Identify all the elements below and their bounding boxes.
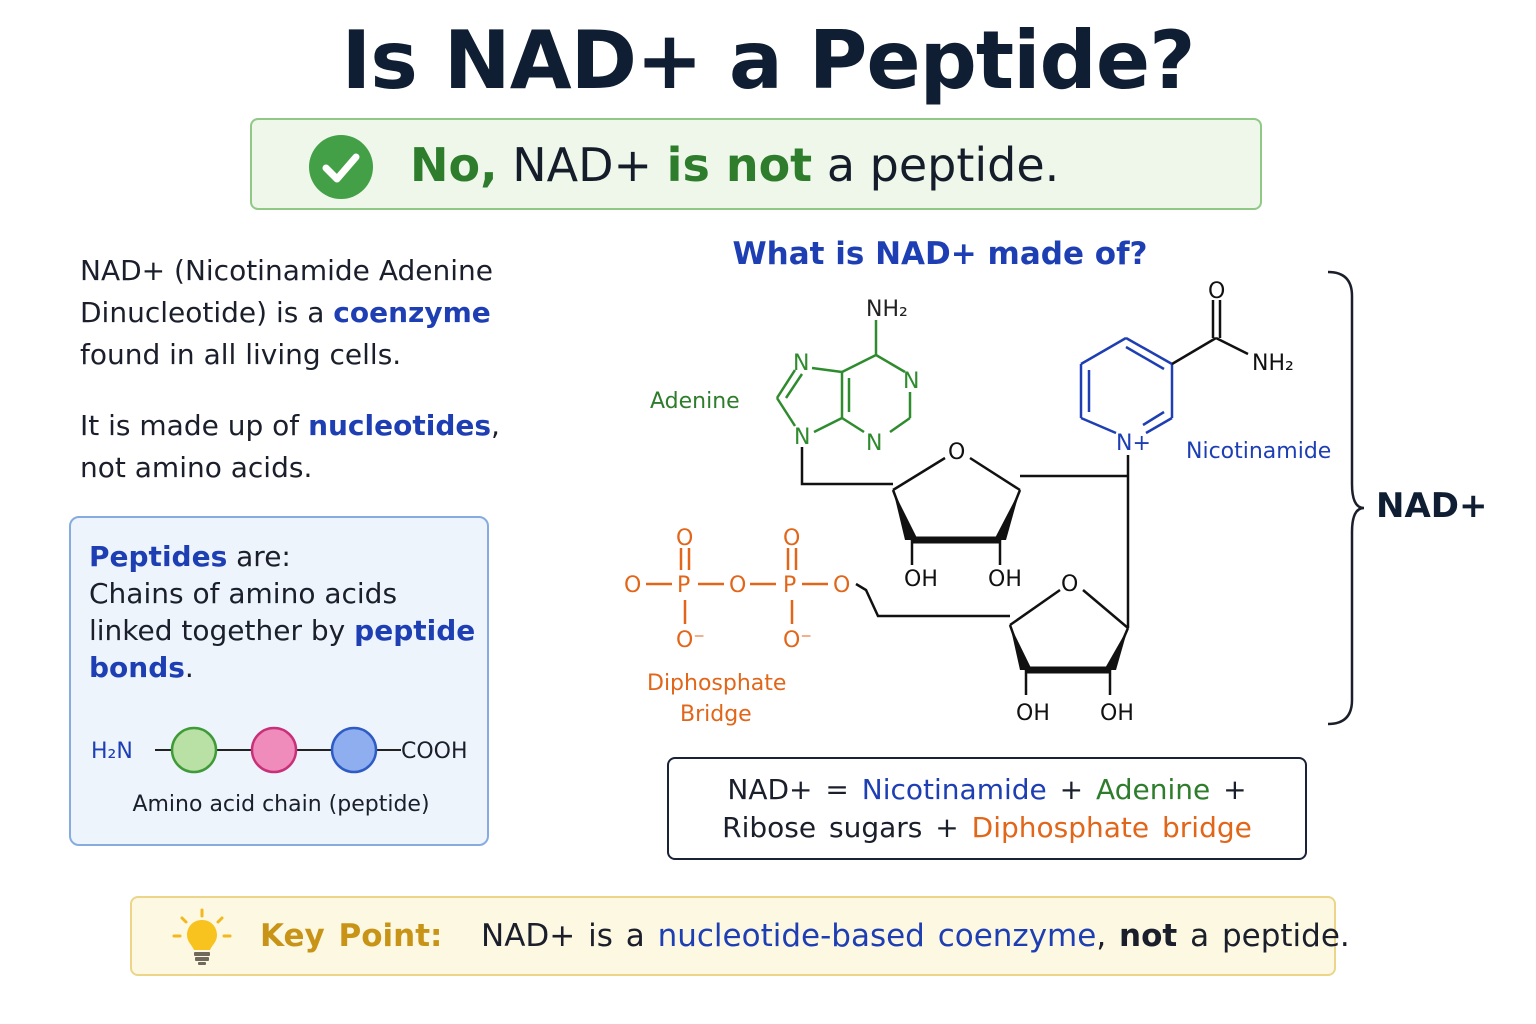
phosphate-ribose-bond bbox=[855, 582, 1010, 618]
ribose-2-wedge-left bbox=[1010, 625, 1032, 670]
key-point-banner: Key Point: NAD+ is a nucleotide-based co… bbox=[130, 896, 1350, 976]
adenine-nh2: NH₂ bbox=[866, 297, 908, 322]
key-point-text: Key Point: NAD+ is a nucleotide-based co… bbox=[260, 918, 1350, 954]
key-point-not: not bbox=[1119, 918, 1178, 954]
pyridinium-n-plus: N+ bbox=[1116, 431, 1151, 456]
eq-plus-3: + bbox=[935, 811, 959, 844]
chain-caption: Amino acid chain (peptide) bbox=[132, 792, 430, 817]
ribose-2-ring bbox=[1008, 588, 1130, 695]
ribose-1-wedge-left bbox=[893, 490, 918, 540]
eq-lhs: NAD+ bbox=[727, 773, 813, 806]
peptides-text: Peptides are: Chains of amino acids link… bbox=[89, 538, 479, 686]
adenine-label: Adenine bbox=[650, 389, 740, 414]
ribose-1-oh-right: OH bbox=[988, 567, 1022, 592]
ribose-1-ring bbox=[891, 456, 1022, 565]
amino-acid-3 bbox=[330, 726, 378, 774]
check-circle-icon bbox=[309, 135, 373, 199]
nad-structure-diagram: NH₂ N N N N Adenine O OH OH bbox=[624, 270, 1365, 727]
adenine-n3: N bbox=[866, 431, 882, 456]
phosphate-2-oxo: O bbox=[783, 526, 800, 551]
chain-n-terminus: H₂N bbox=[91, 739, 133, 764]
carboxamide-bond bbox=[1171, 336, 1217, 366]
answer-banner: No, NAD+ is not a peptide. bbox=[250, 118, 1262, 210]
adenine-n7: N bbox=[793, 351, 809, 376]
ribose-2-oh-left: OH bbox=[1016, 701, 1050, 726]
phosphate-2-o-minus: O⁻ bbox=[783, 628, 812, 653]
peptides-info-box: Peptides are: Chains of amino acids link… bbox=[69, 516, 489, 846]
amino-acid-1 bbox=[170, 726, 218, 774]
ribose-1-oh-left: OH bbox=[904, 567, 938, 592]
eq-plus-1: + bbox=[1059, 773, 1084, 806]
phosphate-1-o-left: O bbox=[624, 573, 641, 598]
equation-line-1: NAD+ = Nicotinamide + Adenine + bbox=[669, 773, 1305, 806]
phosphate-2-o-right: O bbox=[833, 573, 850, 598]
amide-n-bond bbox=[1215, 336, 1249, 356]
answer-rest: a peptide. bbox=[826, 138, 1060, 192]
diphosphate-label-line2: Bridge bbox=[680, 702, 752, 727]
diphosphate-label-line1: Diphosphate bbox=[647, 671, 786, 696]
amide-nh2: NH₂ bbox=[1252, 351, 1294, 376]
nad-brace bbox=[1327, 270, 1365, 726]
nicotinamide-ring bbox=[1079, 336, 1174, 435]
phosphate-1-oxo: O bbox=[676, 526, 693, 551]
ribose-2-wedge-right bbox=[1104, 628, 1128, 670]
made-of-paragraph: It is made up of nucleotides, not amino … bbox=[80, 405, 550, 489]
eq-diphosphate: Diphosphate bridge bbox=[971, 811, 1252, 844]
equation-box: NAD+ = Nicotinamide + Adenine + Ribose s… bbox=[667, 757, 1307, 860]
peptide-bonds-period: . bbox=[184, 651, 194, 684]
answer-subject: NAD+ bbox=[512, 138, 653, 192]
amino-acid-chain-diagram: H₂N COOH bbox=[91, 726, 468, 774]
intro-text-b: found in all living cells. bbox=[80, 338, 402, 371]
made-text-a: It is made up of bbox=[80, 409, 300, 442]
peptides-heading: Peptides bbox=[89, 540, 228, 573]
eq-plus-2: + bbox=[1223, 773, 1247, 806]
peptide-bonds-term: peptide bonds bbox=[89, 614, 476, 684]
peptides-heading-rest: are: bbox=[227, 540, 291, 573]
adenine-rings bbox=[775, 320, 912, 434]
phosphorus-1: P bbox=[677, 573, 690, 598]
equation-line-2: Ribose sugars + Diphosphate bridge bbox=[669, 811, 1305, 844]
key-point-label: Key Point: bbox=[260, 918, 443, 954]
chain-c-terminus: COOH bbox=[401, 739, 468, 764]
answer-no: No, bbox=[410, 138, 498, 192]
nad-label: NAD+ bbox=[1376, 486, 1488, 526]
key-point-text-a: NAD+ is a bbox=[481, 918, 645, 954]
answer-text: No, NAD+ is not a peptide. bbox=[410, 138, 1059, 192]
page-title: Is NAD+ a Peptide? bbox=[341, 14, 1196, 107]
made-nucleotides: nucleotides bbox=[308, 409, 492, 442]
phosphorus-2: P bbox=[783, 573, 796, 598]
intro-coenzyme: coenzyme bbox=[333, 296, 491, 329]
structure-heading: What is NAD+ made of? bbox=[732, 236, 1148, 272]
bridging-oxygen: O bbox=[729, 573, 746, 598]
answer-is-not: is not bbox=[666, 138, 813, 192]
intro-text-a: NAD+ (Nicotinamide Adenine Dinucleotide)… bbox=[80, 254, 493, 329]
key-point-comma: , bbox=[1096, 918, 1107, 954]
eq-ribose: Ribose sugars bbox=[722, 811, 923, 844]
ribose-1-wedge-right bbox=[994, 490, 1020, 540]
intro-paragraph: NAD+ (Nicotinamide Adenine Dinucleotide)… bbox=[80, 250, 540, 376]
lightbulb-icon bbox=[172, 908, 232, 965]
phosphate-1-o-minus: O⁻ bbox=[676, 628, 705, 653]
adenine-n9: N bbox=[794, 425, 810, 450]
key-point-highlight: nucleotide-based coenzyme bbox=[657, 918, 1097, 954]
nicotinamide-label: Nicotinamide bbox=[1186, 439, 1331, 464]
adenine-n1: N bbox=[903, 369, 919, 394]
carbonyl-oxygen: O bbox=[1208, 279, 1225, 304]
peptides-description: Chains of amino acids linked together by bbox=[89, 577, 398, 647]
ribose-2-oxygen: O bbox=[1061, 572, 1078, 597]
made-text-c: not amino acids. bbox=[80, 451, 313, 484]
ribose-2-oh-right: OH bbox=[1100, 701, 1134, 726]
amino-acid-2 bbox=[250, 726, 298, 774]
adenine-ribose-bond bbox=[800, 447, 893, 486]
eq-equals: = bbox=[825, 773, 849, 806]
key-point-text-b: a peptide. bbox=[1190, 918, 1350, 954]
diphosphate-bonds bbox=[646, 548, 828, 624]
made-comma: , bbox=[491, 409, 500, 442]
eq-adenine: Adenine bbox=[1096, 773, 1211, 806]
eq-nicotinamide: Nicotinamide bbox=[861, 773, 1047, 806]
ribose-1-oxygen: O bbox=[948, 440, 965, 465]
